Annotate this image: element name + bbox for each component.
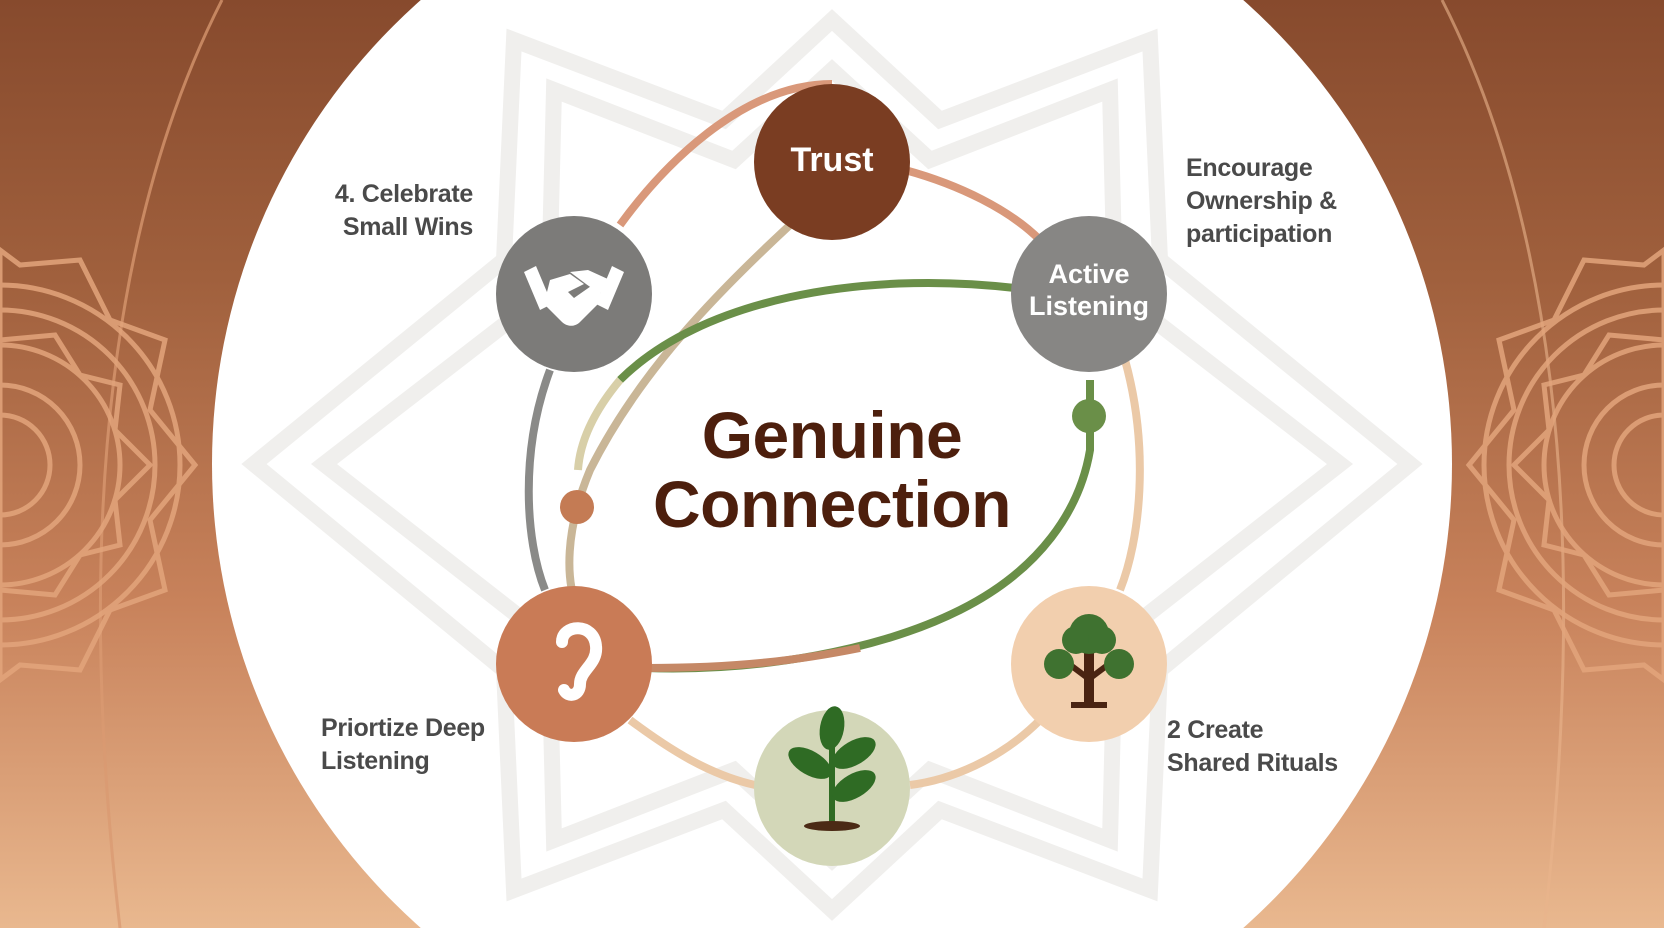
ear-icon: [556, 622, 603, 701]
inner-loop-top: [617, 278, 1016, 383]
ring-segment: [627, 716, 756, 789]
node-trust: [754, 84, 910, 240]
callout-celebrate-small-wins: 4. Celebrate Small Wins: [334, 180, 473, 241]
node-ear: [496, 586, 652, 742]
node-active-listening-label: Active Listening: [1029, 259, 1149, 321]
ring-segment: [909, 717, 1043, 789]
tree-icon: [1044, 614, 1134, 708]
center-title-line2: Connection: [653, 467, 1011, 541]
center-title-line1: Genuine: [701, 398, 963, 472]
inner-loop-left: [565, 222, 793, 612]
callout-encourage-ownership: Encourage Ownership & participation: [1186, 154, 1337, 248]
ring-segment: [524, 368, 554, 592]
ring-segment: [903, 166, 1043, 243]
ring-segment: [616, 80, 833, 228]
callout-create-shared-rituals: 2 Create Shared Rituals: [1167, 716, 1338, 777]
connector-dot-orange: [560, 490, 594, 524]
node-trust-label: Trust: [790, 141, 874, 179]
callout-prioritize-deep-listening: Priortize Deep Listening: [321, 714, 485, 775]
node-active-listening: [1011, 216, 1167, 372]
sprout-icon: [788, 706, 876, 831]
node-handshake: [496, 216, 652, 372]
handshake-icon: [524, 266, 624, 326]
right-mandala-icon: [1465, 246, 1664, 684]
connector-dot-green: [1072, 399, 1106, 433]
ring-segment: [1116, 358, 1144, 592]
left-mandala-icon: [0, 246, 199, 684]
